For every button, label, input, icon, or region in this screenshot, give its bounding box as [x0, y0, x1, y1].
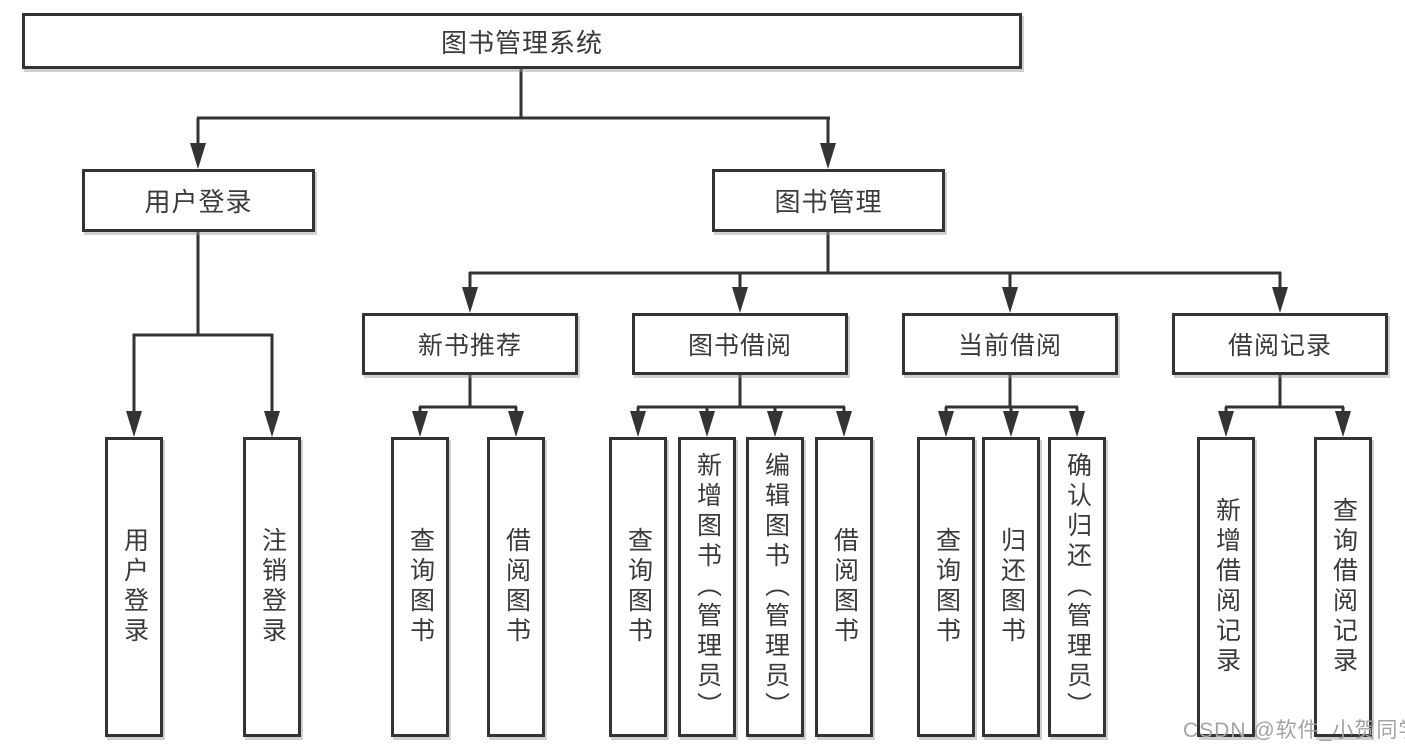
node-borrow-books-2: 借阅图书 — [815, 437, 873, 737]
node-book-borrow: 图书借阅 — [632, 313, 848, 375]
node-query-borrow-record-label: 查询借阅记录 — [1329, 497, 1358, 677]
connector-level3-groups — [418, 375, 1345, 420]
node-return-books-label: 归还图书 — [997, 527, 1026, 647]
node-current-borrow-label: 当前借阅 — [957, 332, 1062, 360]
node-borrow-records-label: 借阅记录 — [1227, 332, 1332, 360]
node-user-login-label: 用户登录 — [144, 187, 253, 217]
node-query-books-2: 查询图书 — [609, 437, 667, 737]
node-user-login: 用户登录 — [82, 169, 315, 232]
node-current-borrow: 当前借阅 — [902, 313, 1118, 375]
node-add-books-admin: 新增图书（管理员） — [678, 437, 736, 737]
node-query-books-3: 查询图书 — [917, 437, 975, 737]
node-borrow-records: 借阅记录 — [1172, 313, 1388, 375]
node-return-books: 归还图书 — [982, 437, 1040, 737]
connector-book-mgmt — [468, 232, 1282, 296]
node-book-management: 图书管理 — [712, 169, 945, 232]
node-root: 图书管理系统 — [22, 13, 1022, 69]
node-confirm-return-admin-label: 确认归还（管理员） — [1063, 452, 1092, 722]
node-borrow-books-1: 借阅图书 — [487, 437, 545, 737]
node-logout-label: 注销登录 — [258, 527, 287, 647]
node-new-book-recommend-label: 新书推荐 — [417, 332, 522, 360]
node-add-borrow-record-label: 新增借阅记录 — [1212, 497, 1241, 677]
connector-user-login — [132, 232, 274, 420]
node-add-borrow-record: 新增借阅记录 — [1197, 437, 1255, 737]
node-edit-books-admin: 编辑图书（管理员） — [746, 437, 804, 737]
node-query-borrow-record: 查询借阅记录 — [1314, 437, 1372, 737]
node-user-login-action-label: 用户登录 — [120, 527, 149, 647]
node-root-label: 图书管理系统 — [440, 27, 603, 58]
node-user-login-action: 用户登录 — [105, 437, 163, 737]
node-borrow-books-1-label: 借阅图书 — [502, 527, 531, 647]
node-logout: 注销登录 — [243, 437, 301, 737]
node-confirm-return-admin: 确认归还（管理员） — [1048, 437, 1106, 737]
node-query-books-1: 查询图书 — [391, 437, 449, 737]
node-query-books-2-label: 查询图书 — [624, 527, 653, 647]
arrowheads — [126, 143, 1351, 437]
node-add-books-admin-label: 新增图书（管理员） — [693, 452, 722, 722]
csdn-watermark: CSDN @软件_小贺同学 — [1183, 719, 1405, 742]
node-query-books-1-label: 查询图书 — [406, 527, 435, 647]
node-book-borrow-label: 图书借阅 — [687, 332, 792, 360]
connector-root — [196, 68, 830, 150]
node-new-book-recommend: 新书推荐 — [362, 313, 578, 375]
node-book-management-label: 图书管理 — [774, 187, 883, 217]
node-query-books-3-label: 查询图书 — [932, 527, 961, 647]
node-edit-books-admin-label: 编辑图书（管理员） — [761, 452, 790, 722]
node-borrow-books-2-label: 借阅图书 — [830, 527, 859, 647]
